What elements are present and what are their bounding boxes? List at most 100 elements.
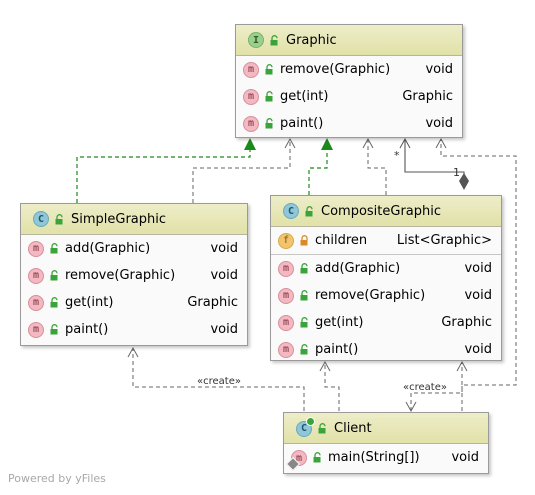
method-return-type: Graphic (402, 89, 453, 104)
public-lock-icon (264, 64, 275, 75)
dependency-arrowhead (405, 401, 417, 413)
class-node-composite-graphic[interactable]: C CompositeGraphic f children List<Graph… (270, 195, 502, 361)
method-row[interactable]: m add(Graphic) void (271, 255, 501, 282)
method-row[interactable]: m paint() void (21, 316, 247, 343)
method-icon: m (278, 287, 294, 304)
runnable-class-icon: C (296, 417, 315, 437)
dependency-arrowhead (319, 360, 331, 372)
method-return-type: void (425, 116, 453, 131)
class-name: Graphic (286, 32, 337, 48)
method-icon: m (243, 88, 259, 105)
dependency-arrowhead (456, 360, 468, 372)
method-row[interactable]: m add(Graphic) void (21, 235, 247, 262)
dependency-arrowhead (362, 137, 374, 149)
method-return-type: void (451, 450, 479, 465)
dependency-arrowhead (127, 346, 139, 358)
public-lock-icon (54, 213, 65, 225)
methods-section: m main(String[]) void (284, 444, 488, 471)
method-icon: m (243, 61, 259, 78)
create-label-left: «create» (197, 376, 241, 387)
class-node-graphic[interactable]: I Graphic m remove(Graphic) void m get(i… (235, 24, 463, 138)
method-name: remove(Graphic) (315, 288, 426, 303)
class-name: SimpleGraphic (71, 211, 167, 227)
realization-edge-simple (76, 149, 251, 203)
public-lock-icon (49, 243, 60, 254)
method-row[interactable]: m remove(Graphic) void (21, 262, 247, 289)
method-icon: m (28, 321, 44, 338)
public-lock-icon (269, 34, 280, 46)
realization-arrow-composite (321, 138, 333, 150)
public-lock-icon (264, 118, 275, 129)
method-name: main(String[]) (328, 450, 420, 465)
field-row[interactable]: f children List<Graphic> (271, 227, 501, 254)
method-row[interactable]: m paint() void (236, 110, 462, 137)
public-lock-icon (299, 344, 310, 355)
method-name: add(Graphic) (315, 261, 401, 276)
method-row[interactable]: m get(int) Graphic (21, 289, 247, 316)
method-icon: m (243, 115, 259, 132)
class-name: CompositeGraphic (321, 203, 442, 219)
method-return-type: void (425, 62, 453, 77)
create-edge-composite-left (324, 362, 340, 411)
public-lock-icon (264, 91, 275, 102)
method-row[interactable]: m main(String[]) void (284, 444, 488, 471)
realization-arrow-simple (244, 138, 256, 150)
field-name: children (315, 233, 368, 248)
method-name: paint() (65, 322, 109, 337)
method-name: get(int) (280, 89, 329, 104)
public-lock-icon (299, 317, 310, 328)
method-row[interactable]: m get(int) Graphic (236, 83, 462, 110)
method-icon: m (28, 267, 44, 284)
method-row[interactable]: m remove(Graphic) void (271, 282, 501, 309)
dependency-edge-composite-graphic (367, 139, 387, 195)
class-icon: C (283, 203, 299, 219)
class-header: I Graphic (236, 25, 462, 56)
public-lock-icon (49, 297, 60, 308)
public-lock-icon (312, 452, 323, 463)
realization-edge-composite (308, 149, 328, 195)
class-header: C SimpleGraphic (21, 204, 247, 235)
private-lock-icon (299, 235, 310, 246)
methods-section: m remove(Graphic) void m get(int) Graphi… (236, 56, 462, 137)
method-name: remove(Graphic) (280, 62, 391, 77)
public-lock-icon (317, 422, 328, 434)
interface-icon: I (248, 32, 264, 48)
class-icon: C (33, 211, 49, 227)
method-name: add(Graphic) (65, 241, 151, 256)
public-lock-icon (299, 290, 310, 301)
multiplicity-one: 1 (453, 166, 460, 179)
dependency-arrowhead (284, 137, 296, 149)
class-header: C Client (284, 413, 488, 444)
method-return-type: void (210, 322, 238, 337)
method-name: get(int) (315, 315, 364, 330)
method-return-type: Graphic (441, 315, 492, 330)
methods-section: m add(Graphic) void m remove(Graphic) vo… (271, 255, 501, 363)
create-edge-composite-right (410, 362, 463, 411)
fields-section: f children List<Graphic> (271, 227, 501, 255)
method-return-type: void (464, 288, 492, 303)
method-return-type: void (210, 241, 238, 256)
method-icon: m (278, 260, 294, 277)
method-icon: m (28, 240, 44, 257)
method-icon: m (28, 294, 44, 311)
method-name: paint() (315, 342, 359, 357)
method-row[interactable]: m get(int) Graphic (271, 309, 501, 336)
method-name: remove(Graphic) (65, 268, 176, 283)
method-row[interactable]: m paint() void (271, 336, 501, 363)
class-node-client[interactable]: C Client m main(String[]) void (283, 412, 489, 474)
method-icon: m (278, 341, 294, 358)
method-row[interactable]: m remove(Graphic) void (236, 56, 462, 83)
multiplicity-many: * (394, 149, 400, 162)
class-node-simple-graphic[interactable]: C SimpleGraphic m add(Graphic) void m re… (20, 203, 248, 346)
method-return-type: void (210, 268, 238, 283)
public-lock-icon (299, 263, 310, 274)
method-return-type: void (464, 261, 492, 276)
run-marker-icon (306, 417, 315, 426)
public-lock-icon (49, 324, 60, 335)
method-icon: m (278, 314, 294, 331)
methods-section: m add(Graphic) void m remove(Graphic) vo… (21, 235, 247, 343)
class-header: C CompositeGraphic (271, 196, 501, 227)
composition-diamond (459, 173, 469, 190)
field-icon: f (278, 232, 294, 249)
